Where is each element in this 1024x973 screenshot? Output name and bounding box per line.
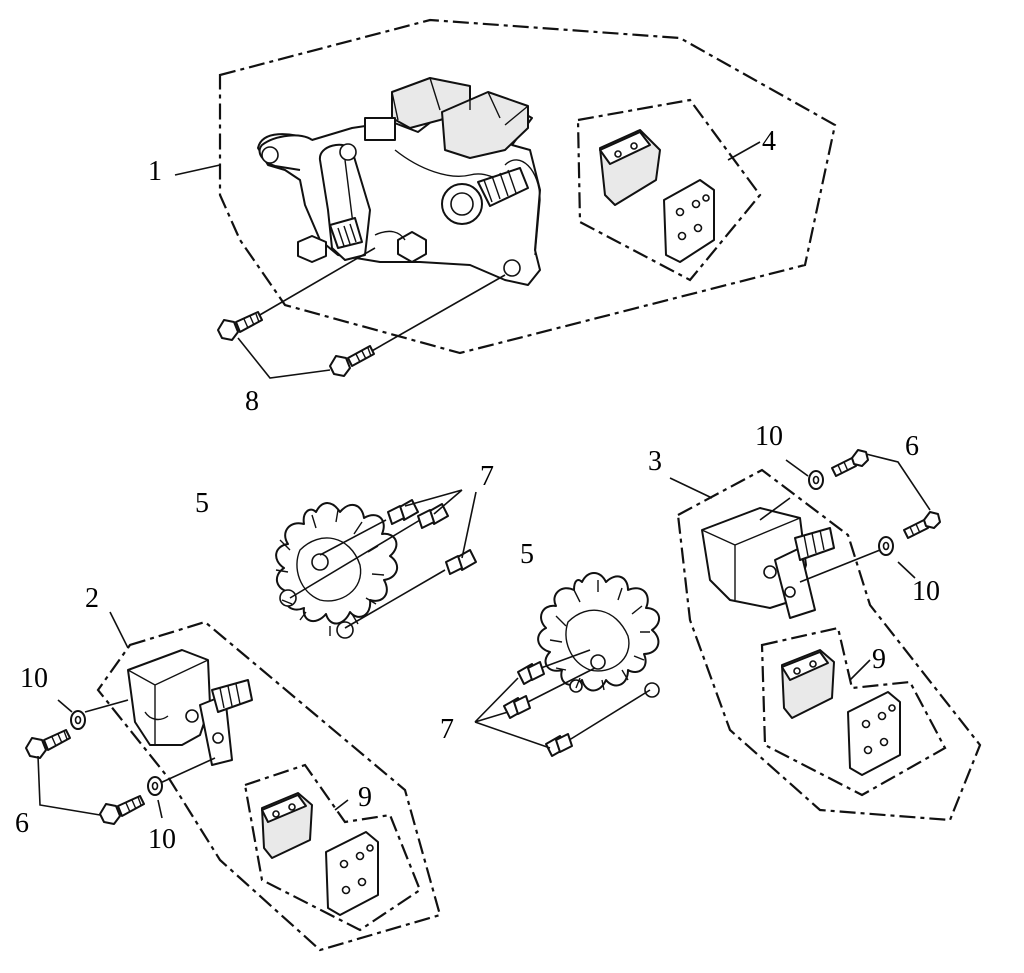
brake-disc-right	[537, 572, 661, 698]
right-caliper-bolts-and-washers	[808, 449, 941, 556]
group-2-front-left-caliper	[25, 611, 442, 952]
mounting-bolts	[217, 247, 506, 377]
callout-7-upper: 7	[480, 461, 494, 492]
group-9-right-boundary	[760, 626, 947, 797]
right-front-brake-pads	[781, 649, 901, 776]
callout-5-right: 5	[520, 539, 534, 570]
left-front-brake-pads	[261, 792, 379, 916]
group-3-boundary	[676, 468, 982, 822]
callout-7-lower: 7	[440, 714, 454, 745]
group-1-boundary	[218, 18, 837, 355]
callout-10-right-top: 10	[755, 421, 783, 452]
callout-5-left: 5	[195, 488, 209, 519]
callout-10-left-top: 10	[20, 663, 48, 694]
callout-9-left: 9	[358, 782, 372, 813]
callout-2: 2	[85, 583, 99, 614]
callout-3: 3	[648, 446, 662, 477]
callout-10-left-bottom: 10	[148, 824, 176, 855]
callout-6-left: 6	[15, 808, 29, 839]
group-9-left-boundary	[243, 763, 422, 932]
callout-6-right: 6	[905, 431, 919, 462]
right-front-brake-caliper	[701, 497, 881, 619]
left-front-brake-caliper	[84, 649, 253, 785]
callout-1: 1	[148, 156, 162, 187]
callout-9-right: 9	[872, 644, 886, 675]
brake-disc-left	[275, 502, 399, 639]
callout-8: 8	[245, 386, 259, 417]
callout-4: 4	[762, 126, 776, 157]
rear-brake-pads	[599, 129, 715, 263]
group-3-front-right-caliper	[669, 449, 982, 822]
callout-10-right-bottom: 10	[912, 576, 940, 607]
left-caliper-bolts-and-washers	[25, 710, 163, 825]
group-4-boundary	[576, 98, 762, 282]
disc-screws	[289, 489, 651, 757]
group-2-boundary	[96, 620, 442, 952]
callout-labels: 1 4 8 5 7 5 7 3 10 6 10 9 2 10 6 10 9	[15, 126, 940, 855]
group-1-rear-caliper-assembly	[174, 18, 837, 379]
rear-brake-caliper	[257, 77, 541, 286]
